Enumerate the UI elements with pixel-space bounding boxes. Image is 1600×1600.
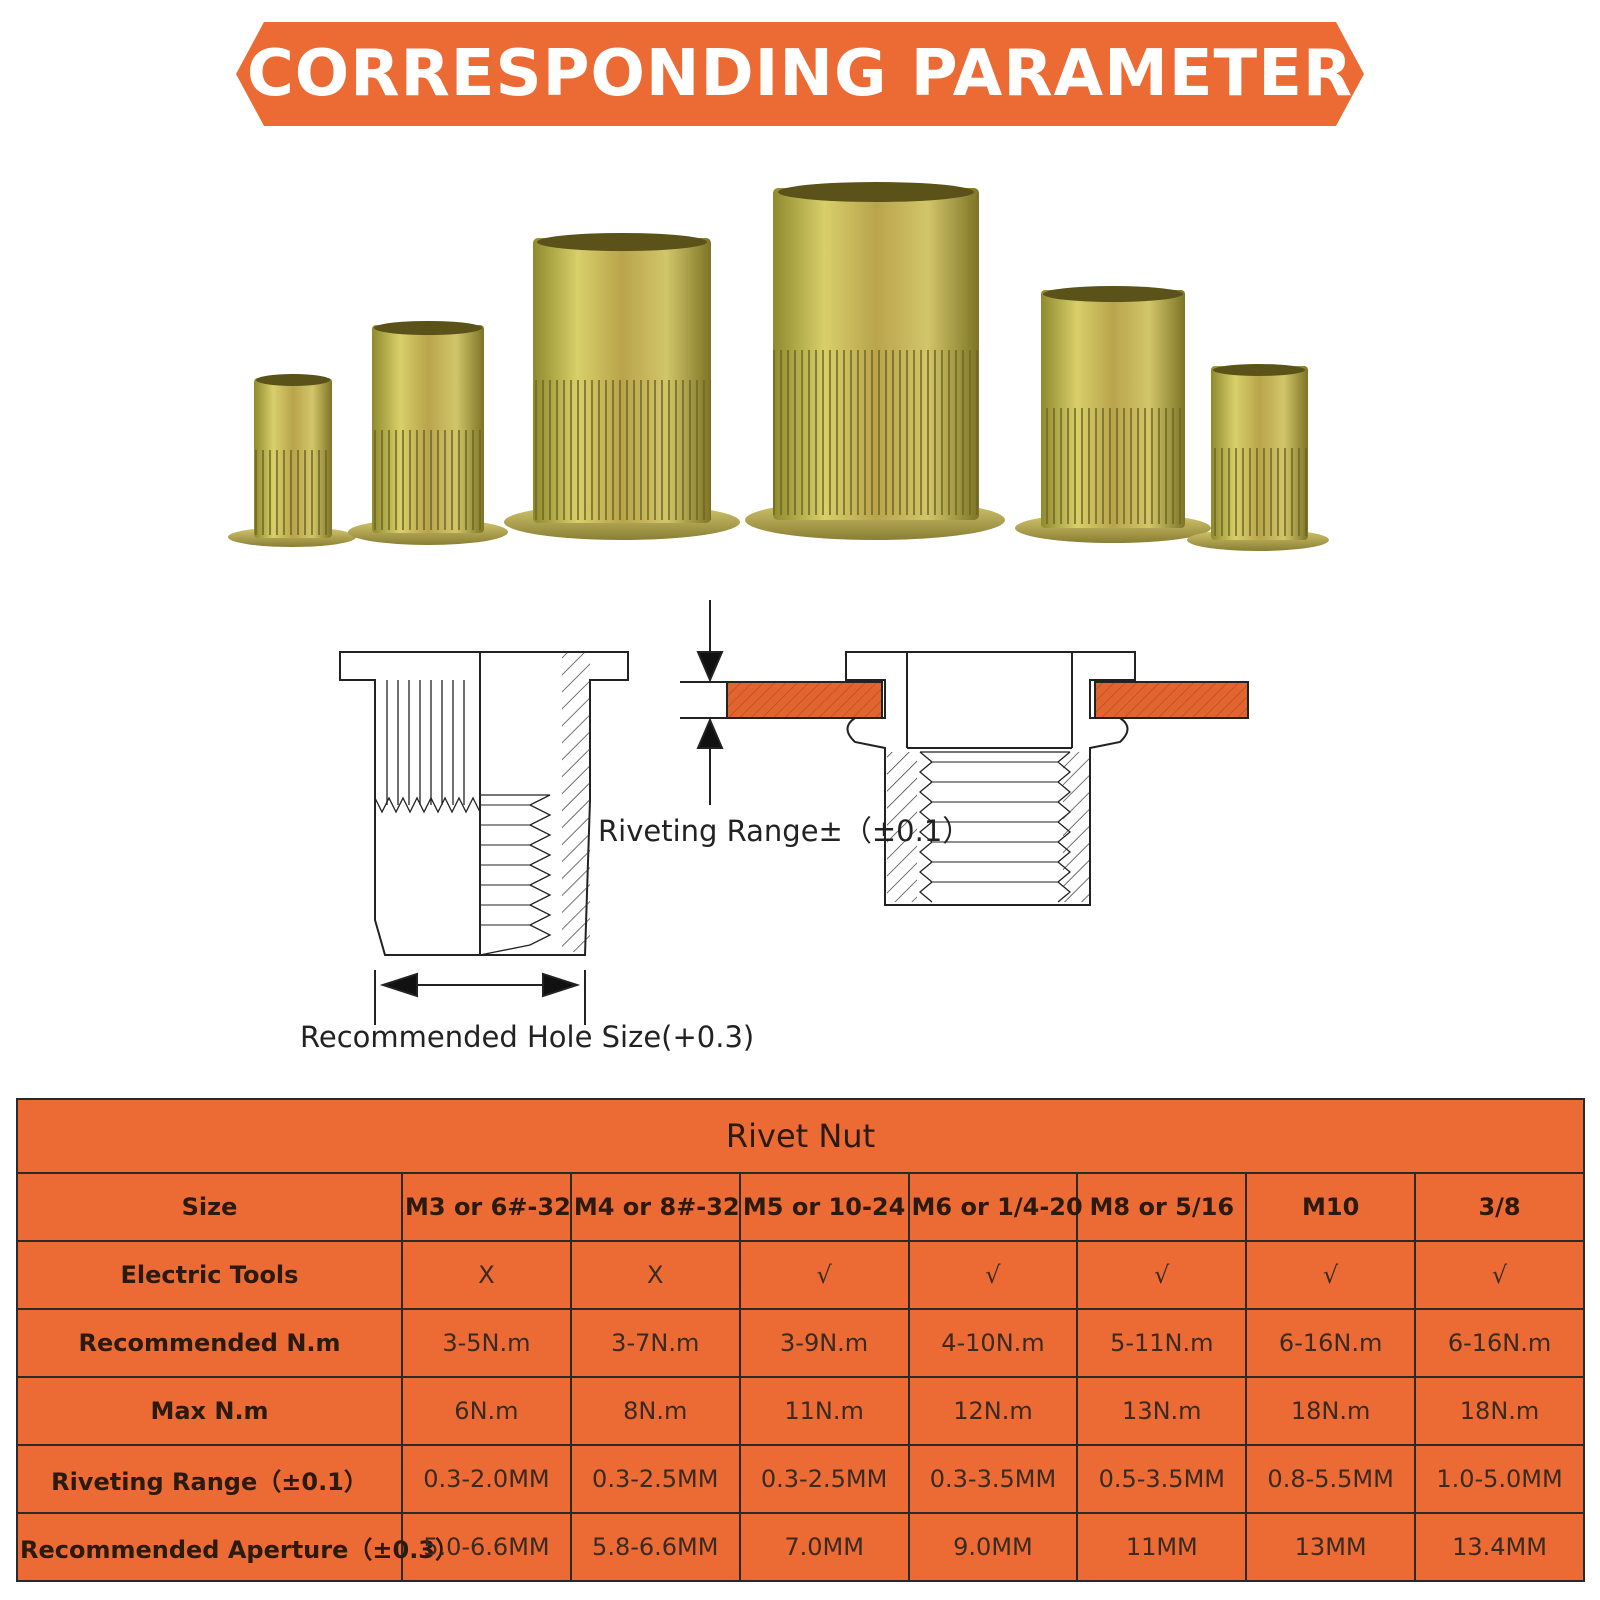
table-cell: 5.0-6.6MM xyxy=(401,1512,572,1582)
hole-size-label: Recommended Hole Size(+0.3) xyxy=(300,1020,755,1054)
rivet-nut-5 xyxy=(1015,286,1211,543)
table-cell: 0.3-2.0MM xyxy=(401,1444,572,1514)
rivet-nuts-photo xyxy=(220,180,1380,570)
table-cell: 18N.m xyxy=(1245,1376,1417,1446)
table-caption: Rivet Nut xyxy=(16,1098,1585,1174)
row-label: Size xyxy=(16,1172,403,1242)
rivet-nut-2 xyxy=(348,321,508,545)
table-cell: 8N.m xyxy=(569,1376,741,1446)
table-cell: 3-9N.m xyxy=(738,1308,910,1378)
size-header-cell: M5 or 10-24 xyxy=(738,1172,910,1242)
riveting-range-dimension xyxy=(680,600,728,805)
table-cell: 11MM xyxy=(1076,1512,1248,1582)
banner-shape xyxy=(236,22,1364,126)
page-title: CORRESPONDING PARAMETER xyxy=(246,37,1354,111)
table-cell: 5.8-6.6MM xyxy=(569,1512,741,1582)
table-cell: 9.0MM xyxy=(907,1512,1079,1582)
size-header-cell: M10 xyxy=(1245,1172,1417,1242)
row-label: Electric Tools xyxy=(16,1240,403,1310)
table-cell: X xyxy=(401,1240,572,1310)
technical-diagram: Riveting Range±（±0.1） Recommended Hole S… xyxy=(280,600,1320,1080)
row-label: Riveting Range（±0.1） xyxy=(16,1444,403,1514)
size-header-cell: M3 or 6#-32 xyxy=(401,1172,572,1242)
size-header-cell: M8 or 5/16 xyxy=(1076,1172,1248,1242)
rivet-nut-4 xyxy=(745,182,1005,540)
size-header-cell: 3/8 xyxy=(1414,1172,1585,1242)
rivet-nut-1 xyxy=(228,374,356,547)
rivet-nut-3 xyxy=(504,233,740,540)
table-cell: 0.8-5.5MM xyxy=(1245,1444,1417,1514)
table-cell: 1.0-5.0MM xyxy=(1414,1444,1585,1514)
table-cell: 3-7N.m xyxy=(569,1308,741,1378)
table-cell: 18N.m xyxy=(1414,1376,1585,1446)
sheet-left xyxy=(726,681,883,719)
table-cell: 12N.m xyxy=(907,1376,1079,1446)
table-cell: √ xyxy=(1414,1240,1585,1310)
table-cell: X xyxy=(569,1240,741,1310)
size-header-cell: M4 or 8#-32 xyxy=(569,1172,741,1242)
table-cell: √ xyxy=(1245,1240,1417,1310)
right-nut-profile xyxy=(845,651,1136,906)
table-cell: 13MM xyxy=(1245,1512,1417,1582)
row-label: Recommended N.m xyxy=(16,1308,403,1378)
size-header-cell: M6 or 1/4-20 xyxy=(907,1172,1083,1242)
table-cell: 4-10N.m xyxy=(907,1308,1079,1378)
riveting-range-label: Riveting Range±（±0.1） xyxy=(598,814,972,848)
row-label: Max N.m xyxy=(16,1376,403,1446)
table-cell: 7.0MM xyxy=(738,1512,910,1582)
cross-section-drawing xyxy=(339,600,1249,1025)
table-cell: 0.3-2.5MM xyxy=(738,1444,910,1514)
table-cell: √ xyxy=(738,1240,910,1310)
table-cell: 6-16N.m xyxy=(1414,1308,1585,1378)
table-cell: 6-16N.m xyxy=(1245,1308,1417,1378)
rivet-nut-6 xyxy=(1187,364,1329,551)
table-cell: 5-11N.m xyxy=(1076,1308,1248,1378)
sheet-right xyxy=(1094,681,1249,719)
table-cell: 0.5-3.5MM xyxy=(1076,1444,1248,1514)
table-cell: 6N.m xyxy=(401,1376,572,1446)
table-cell: 0.3-3.5MM xyxy=(907,1444,1079,1514)
left-nut-profile xyxy=(339,651,629,956)
table-cell: 13N.m xyxy=(1076,1376,1248,1446)
hole-size-dimension xyxy=(374,970,586,1025)
table-cell: 13.4MM xyxy=(1414,1512,1585,1582)
table-cell: 3-5N.m xyxy=(401,1308,572,1378)
table-cell: √ xyxy=(1076,1240,1248,1310)
title-banner: CORRESPONDING PARAMETER xyxy=(236,22,1364,126)
table-cell: 0.3-2.5MM xyxy=(569,1444,741,1514)
row-label: Recommended Aperture（±0.3） xyxy=(16,1512,459,1582)
table-cell: 11N.m xyxy=(738,1376,910,1446)
table-cell: √ xyxy=(907,1240,1079,1310)
